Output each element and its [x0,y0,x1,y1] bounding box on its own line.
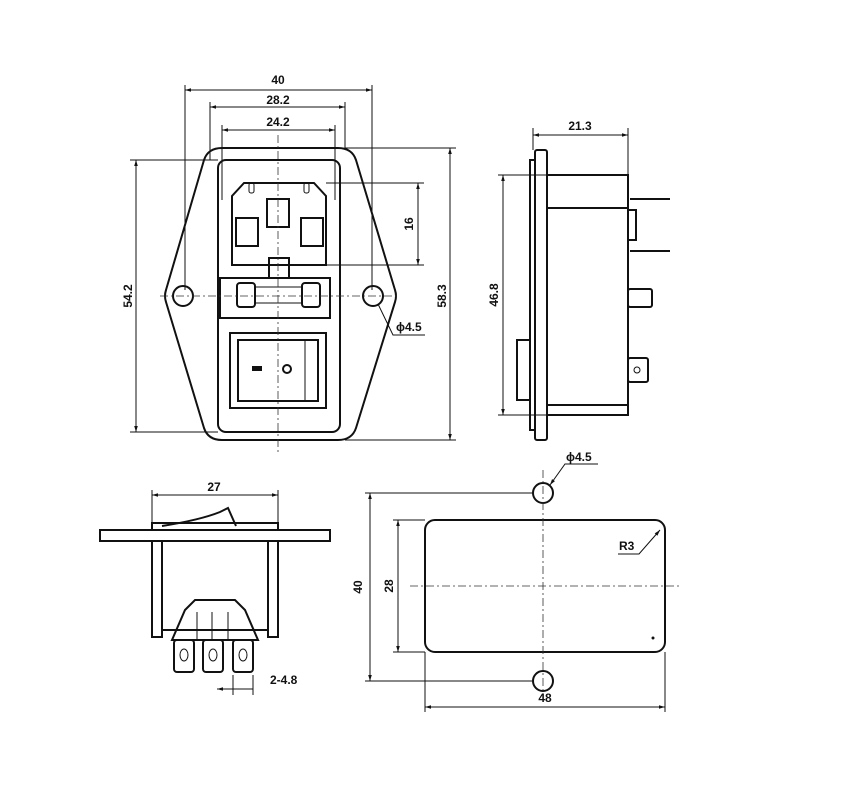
dim-depth: 21.3 [568,119,592,133]
switch-terminal [202,639,224,673]
fuse-cap [236,282,256,308]
front-view: 40 28.2 24.2 54.2 58.3 16 ϕ4.5 [121,73,456,452]
dim-terminal-width: 2-4.8 [270,673,298,687]
leader-line [377,303,425,336]
body-wall [267,540,279,638]
mounting-plate [164,147,397,441]
side-plate [534,149,548,441]
switch-on-symbol [252,366,262,371]
dim-corner-radius: R3 [619,539,635,553]
neutral-pin [300,217,324,247]
terminal-block [627,209,637,241]
dim-cutout-height: 28 [382,579,396,593]
body-wall [151,540,163,638]
rocker-profile [516,339,531,401]
iec-socket [231,182,327,266]
dim-inner-height: 54.2 [121,284,135,308]
dim-body-width: 27 [207,480,221,494]
dim-hole-diameter: ϕ4.5 [396,320,422,334]
dim-hole-spacing: 40 [351,580,365,594]
leader-line [618,529,661,555]
switch-housing [170,599,260,641]
switch-terminal [232,639,254,673]
corner-mark [651,636,655,640]
dim-inner-width: 28.2 [266,93,290,107]
dim-overall-height: 58.3 [435,284,449,308]
terminal-hole [179,648,189,662]
spade-terminal [627,288,653,308]
dim-body-height: 46.8 [487,283,501,307]
spade-terminal [627,357,649,383]
bezel-top [151,522,279,531]
panel-cutout: 40 28 48 R3 ϕ4.5 [351,450,680,712]
socket-notch [303,182,310,194]
dim-cutout-width: 48 [538,691,552,705]
dim-socket-width: 24.2 [266,115,290,129]
dim-cutout-hole-diameter: ϕ4.5 [566,450,592,464]
socket-notch [248,182,255,194]
fuse-holder [219,277,331,319]
terminal-hole [208,648,218,662]
side-bezel [529,159,536,431]
switch-off-symbol [282,364,292,374]
side-view: 21.3 46.8 [487,119,670,441]
terminal-hole [238,648,248,662]
dim-overall-width: 40 [271,73,285,87]
fuse-drawer-tab [268,257,290,279]
fuse-cap [301,282,321,308]
cutout-rectangle [424,519,666,653]
bottom-view: 27 2-4.8 [99,480,331,695]
fuse-body [254,286,303,304]
side-body [546,174,629,416]
rocker [161,506,237,527]
leader-line [549,463,598,486]
switch-terminal [173,639,195,673]
terminal-hole [633,366,641,374]
bottom-plate [99,529,331,542]
live-pin [235,217,259,247]
dim-socket-height: 16 [402,217,416,231]
